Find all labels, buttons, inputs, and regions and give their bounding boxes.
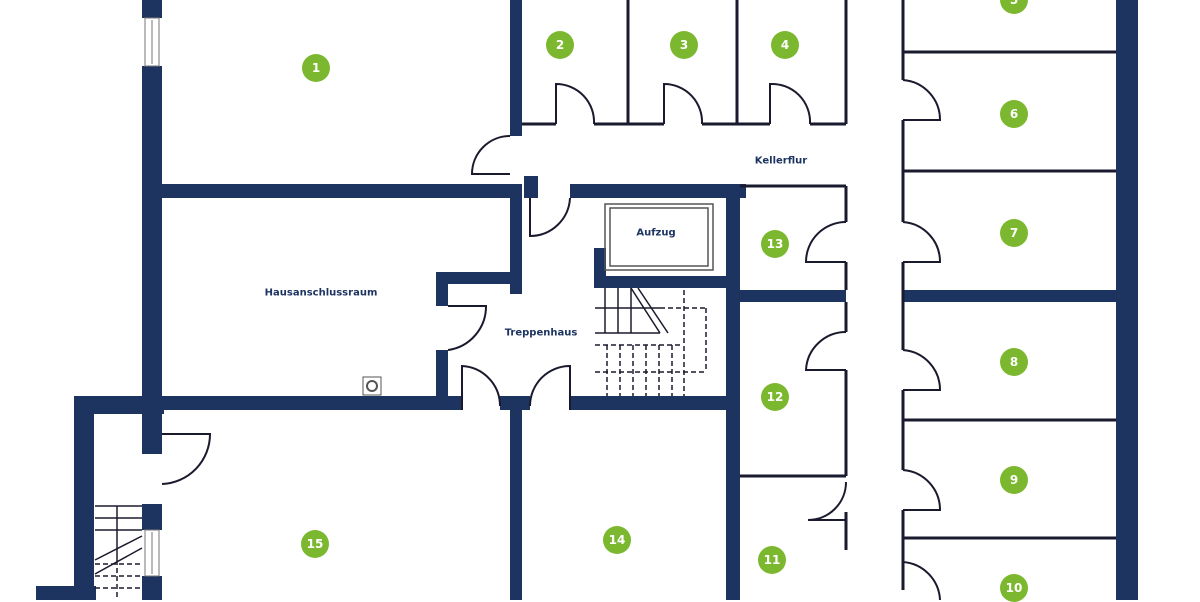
- thick-walls: [36, 0, 1138, 600]
- room-badge-7[interactable]: 7: [1000, 219, 1028, 247]
- room-badge-15[interactable]: 15: [301, 530, 329, 558]
- stairs: [94, 287, 707, 600]
- room-badge-8[interactable]: 8: [1000, 348, 1028, 376]
- room-badge-10[interactable]: 10: [1000, 574, 1028, 602]
- room-badge-11[interactable]: 11: [758, 546, 786, 574]
- thin-walls: [522, 0, 1116, 590]
- room-badge-12[interactable]: 12: [761, 383, 789, 411]
- room-badge-9[interactable]: 9: [1000, 466, 1028, 494]
- elevator-label: Aufzug: [636, 227, 676, 239]
- room-badge-14[interactable]: 14: [603, 526, 631, 554]
- windows: [144, 17, 160, 577]
- room-badge-13[interactable]: 13: [761, 230, 789, 258]
- room-badge-6[interactable]: 6: [1000, 100, 1028, 128]
- corridor-label: Kellerflur: [754, 155, 808, 167]
- room-badge-1[interactable]: 1: [302, 54, 330, 82]
- room-badge-3[interactable]: 3: [670, 31, 698, 59]
- elevator-shaft: [604, 203, 714, 271]
- utility-room-label: Hausanschlussraum: [264, 287, 378, 299]
- room-badge-4[interactable]: 4: [771, 31, 799, 59]
- room-badge-5[interactable]: 5: [1000, 0, 1028, 14]
- drain-symbol: [362, 376, 382, 396]
- doors: [161, 79, 942, 600]
- room-badge-2[interactable]: 2: [546, 31, 574, 59]
- stairwell-label: Treppenhaus: [504, 327, 578, 339]
